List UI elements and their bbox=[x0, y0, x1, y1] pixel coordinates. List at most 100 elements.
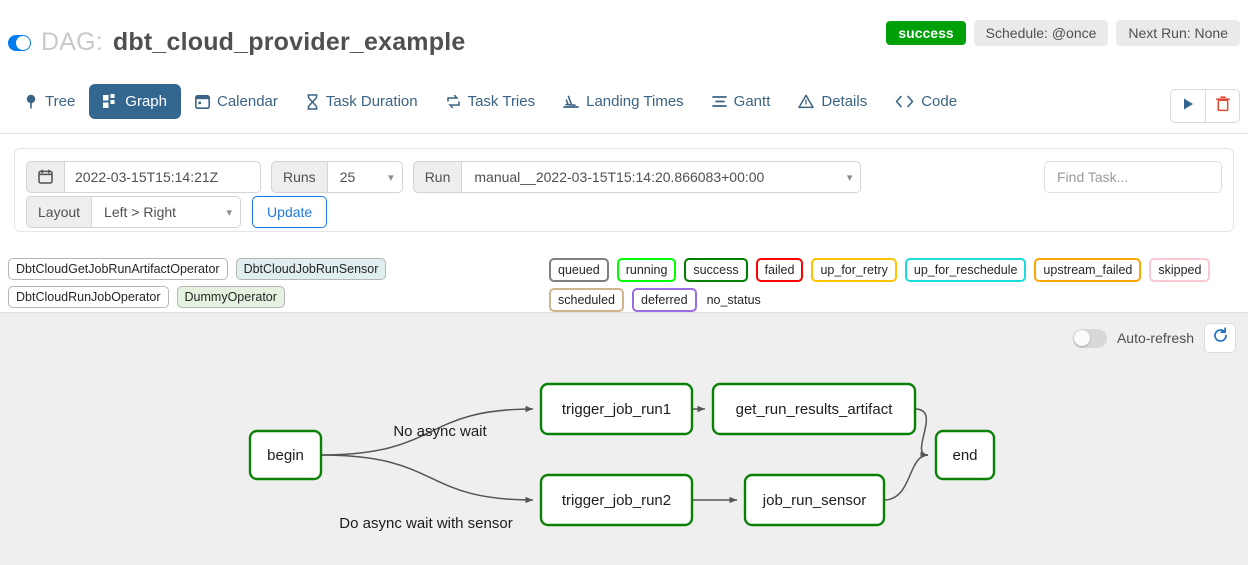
filter-row-primary: 2022-03-15T15:14:21Z Runs 25 ▾ Run manua… bbox=[26, 161, 862, 193]
state-chip[interactable]: success bbox=[684, 258, 748, 282]
state-chip[interactable]: upstream_failed bbox=[1034, 258, 1142, 282]
graph-edge bbox=[883, 451, 929, 501]
node-label: begin bbox=[267, 447, 304, 464]
find-task-input[interactable]: Find Task... bbox=[1044, 161, 1222, 193]
node-label: get_run_results_artifact bbox=[736, 401, 894, 418]
calendar-icon bbox=[195, 94, 210, 109]
state-chip[interactable]: skipped bbox=[1149, 258, 1211, 282]
graph-node-get_run_results_artifact[interactable]: get_run_results_artifact bbox=[711, 382, 917, 436]
execution-date-input[interactable]: 2022-03-15T15:14:21Z bbox=[64, 161, 261, 193]
auto-refresh-toggle[interactable] bbox=[1072, 328, 1107, 348]
update-button[interactable]: Update bbox=[252, 196, 328, 228]
refresh-button[interactable] bbox=[1204, 323, 1236, 353]
delete-dag-button[interactable] bbox=[1205, 90, 1239, 122]
graph-edge bbox=[320, 454, 534, 504]
tab-calendar[interactable]: Calendar bbox=[181, 84, 292, 119]
layout-label: Layout bbox=[26, 196, 92, 228]
node-box[interactable] bbox=[248, 429, 323, 481]
tab-task-tries[interactable]: Task Tries bbox=[432, 84, 550, 119]
state-chip[interactable]: queued bbox=[549, 258, 609, 282]
tree-icon bbox=[24, 94, 38, 110]
graph-node-end[interactable]: end bbox=[934, 429, 996, 481]
node-label: trigger_job_run2 bbox=[562, 492, 671, 509]
landing-icon bbox=[563, 94, 579, 109]
gantt-icon bbox=[711, 94, 727, 109]
hourglass-icon bbox=[306, 93, 319, 110]
tab-label: Graph bbox=[125, 93, 167, 110]
dag-graph[interactable]: begin trigger_job_run1 get_run_results_art… bbox=[0, 313, 1248, 565]
tab-label: Task Tries bbox=[467, 93, 536, 110]
view-tabs-bar: Tree Graph Calendar Task Duration bbox=[0, 78, 1248, 134]
dag-title: DAG: dbt_cloud_provider_example bbox=[8, 28, 465, 57]
node-box[interactable] bbox=[539, 473, 694, 527]
triangle-alert-icon bbox=[798, 94, 815, 109]
dag-filter-bar: 2022-03-15T15:14:21Z Runs 25 ▾ Run manua… bbox=[14, 148, 1234, 232]
tab-gantt[interactable]: Gantt bbox=[698, 84, 785, 119]
state-chip[interactable]: no_status bbox=[706, 293, 761, 307]
trash-icon bbox=[1215, 95, 1230, 117]
node-box[interactable] bbox=[711, 382, 917, 436]
execution-date-group: 2022-03-15T15:14:21Z bbox=[26, 161, 261, 193]
graph-icon bbox=[103, 94, 118, 109]
graph-node-begin[interactable]: begin bbox=[248, 429, 323, 481]
layout-group: Layout Left > Right ▾ bbox=[26, 196, 242, 228]
tab-label: Gantt bbox=[733, 93, 771, 110]
graph-canvas-panel: Auto-refresh begin trigger_job_run1 get_ru… bbox=[0, 312, 1248, 565]
operator-chip[interactable]: DummyOperator bbox=[176, 286, 285, 308]
tab-tree[interactable]: Tree bbox=[10, 84, 89, 119]
state-chip[interactable]: deferred bbox=[632, 288, 697, 312]
run-select[interactable]: manual__2022-03-15T15:14:20.866083+00:00… bbox=[461, 161, 862, 193]
state-chip[interactable]: up_for_reschedule bbox=[904, 258, 1027, 282]
tab-label: Landing Times bbox=[586, 93, 684, 110]
node-label: job_run_sensor bbox=[762, 492, 866, 509]
filter-row-secondary: Layout Left > Right ▾ Update bbox=[26, 196, 328, 228]
tab-graph[interactable]: Graph bbox=[89, 84, 181, 119]
tab-details[interactable]: Details bbox=[784, 84, 881, 119]
chevron-down-icon: ▾ bbox=[226, 206, 233, 219]
runs-select[interactable]: 25 ▾ bbox=[326, 161, 403, 193]
tab-label: Calendar bbox=[217, 93, 278, 110]
tab-label: Tree bbox=[45, 93, 76, 110]
run-label: Run bbox=[412, 161, 462, 193]
tab-label: Details bbox=[821, 93, 868, 110]
trigger-dag-button[interactable] bbox=[1171, 90, 1205, 122]
graph-edge bbox=[320, 405, 534, 456]
dag-name: dbt_cloud_provider_example bbox=[112, 28, 466, 56]
graph-node-trigger_job_run2[interactable]: trigger_job_run2 bbox=[539, 473, 694, 527]
tab-label: Task Duration bbox=[325, 93, 418, 110]
operator-chip[interactable]: DbtCloudRunJobOperator bbox=[8, 286, 169, 308]
tab-code[interactable]: Code bbox=[881, 84, 971, 119]
state-chip[interactable]: up_for_retry bbox=[811, 258, 897, 282]
graph-node-trigger_job_run1[interactable]: trigger_job_run1 bbox=[539, 382, 694, 436]
state-chip[interactable]: failed bbox=[755, 258, 804, 282]
tab-landing-times[interactable]: Landing Times bbox=[549, 84, 698, 119]
state-chip[interactable]: running bbox=[616, 258, 677, 282]
graph-edge-label: No async wait bbox=[393, 423, 487, 440]
tab-label: Code bbox=[921, 93, 958, 110]
auto-refresh-label: Auto-refresh bbox=[1116, 330, 1194, 346]
node-box[interactable] bbox=[743, 473, 886, 527]
runs-value: 25 bbox=[339, 169, 356, 185]
state-chip[interactable]: scheduled bbox=[549, 288, 624, 312]
dag-paused-toggle[interactable] bbox=[8, 34, 31, 51]
dag-label: DAG: bbox=[41, 28, 103, 56]
runs-label: Runs bbox=[271, 161, 327, 193]
node-box[interactable] bbox=[934, 429, 996, 481]
layout-select[interactable]: Left > Right ▾ bbox=[91, 196, 242, 228]
graph-nodes: begin trigger_job_run1 get_run_results_art… bbox=[248, 382, 996, 527]
run-group: Run manual__2022-03-15T15:14:20.866083+0… bbox=[412, 161, 862, 193]
calendar-addon[interactable] bbox=[26, 161, 64, 193]
operator-chip[interactable]: DbtCloudGetJobRunArtifactOperator bbox=[8, 258, 228, 280]
node-box[interactable] bbox=[539, 382, 694, 436]
schedule-badge[interactable]: Schedule: @once bbox=[973, 20, 1109, 46]
node-label: trigger_job_run1 bbox=[562, 401, 671, 418]
operator-chip[interactable]: DbtCloudJobRunSensor bbox=[235, 258, 387, 280]
auto-refresh-controls: Auto-refresh bbox=[1072, 323, 1236, 353]
graph-node-job_run_sensor[interactable]: job_run_sensor bbox=[743, 473, 886, 527]
code-icon bbox=[895, 95, 914, 108]
tab-task-duration[interactable]: Task Duration bbox=[292, 84, 432, 119]
